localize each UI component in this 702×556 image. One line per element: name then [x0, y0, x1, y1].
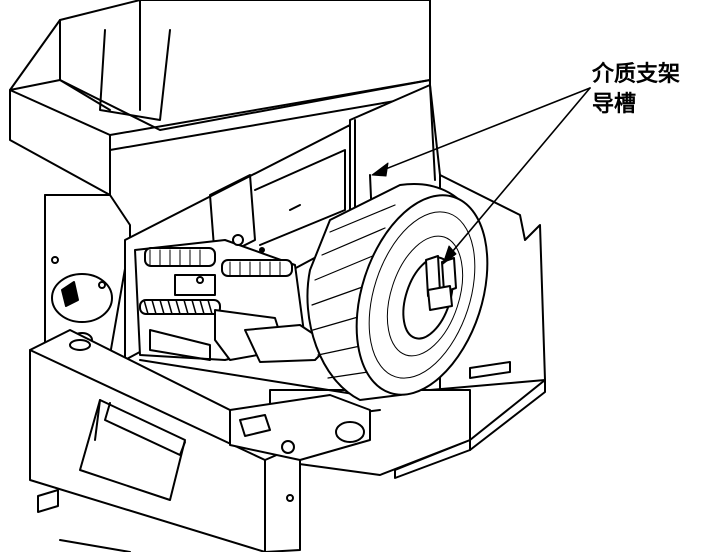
print-mechanism [134, 234, 361, 396]
callout-label-line-2: 导槽 [592, 92, 637, 117]
callout-arrows [377, 87, 591, 259]
label-exit-slot [79, 399, 186, 501]
arrowhead-holder [442, 245, 457, 265]
callout-arrow-to-slot [377, 87, 591, 173]
base-edge [59, 539, 131, 553]
callout-label-line-1: 介质支架 [592, 62, 681, 87]
ribbon-spindle [221, 259, 293, 277]
lower-mechanism [229, 394, 371, 461]
printer-top-cover [9, 0, 431, 196]
media-roll [306, 182, 489, 401]
brand-badge [37, 489, 59, 513]
front-door [29, 329, 301, 553]
callout-arrow-to-holder [446, 87, 591, 259]
arrowhead-slot [371, 162, 389, 177]
knob-icon [61, 281, 79, 307]
